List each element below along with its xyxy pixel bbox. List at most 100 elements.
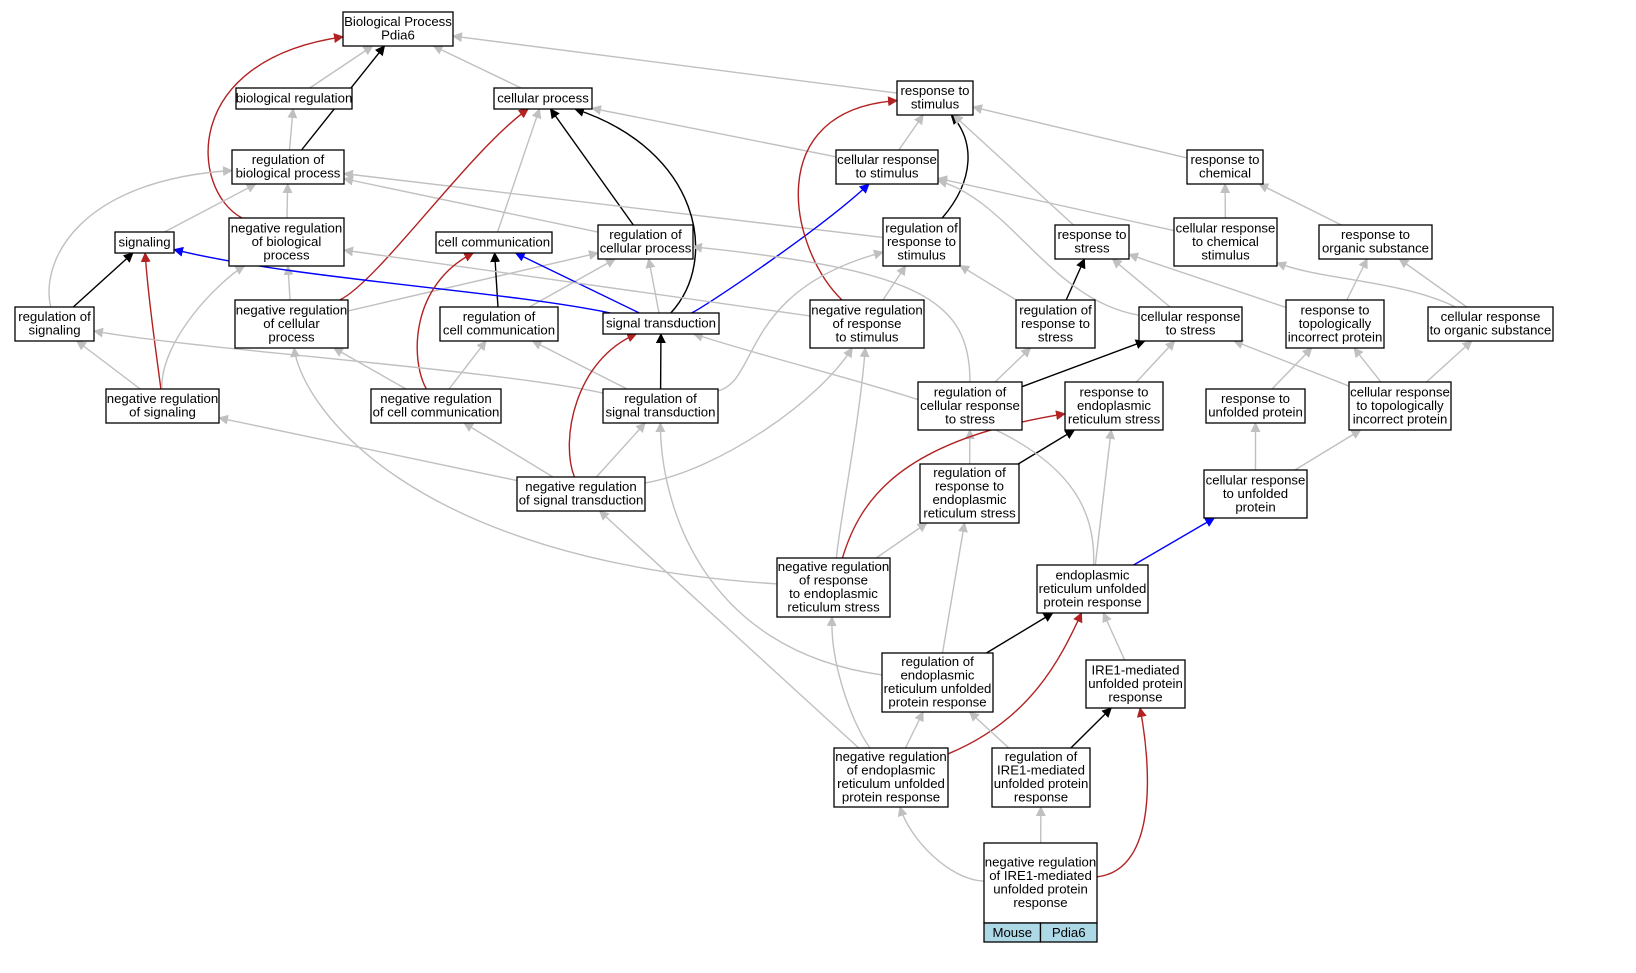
- edge-is-a-cellular-response-to-organic-substance-to-cellular-response-to-chemical-stimulus: [1276, 261, 1456, 308]
- organism-label: Mouse: [992, 925, 1032, 940]
- node-signaling[interactable]: signaling: [114, 231, 175, 254]
- edge-neg-regulates-negative-regulation-of-signaling-to-signaling: [140, 252, 162, 390]
- node-box: [1064, 381, 1164, 431]
- node-label-line: of IRE1-mediated: [989, 868, 1092, 883]
- node-box: [809, 299, 925, 349]
- annotation-cell: [1039, 922, 1098, 943]
- node-label-line: protein: [1235, 499, 1275, 514]
- edge-is-a-negative-regulation-of-cellular-process-to-regulation-of-cellular-process: [347, 250, 599, 312]
- node-label-line: reticulum stress: [1068, 411, 1161, 426]
- edge-is-a-response-to-stimulus-to-root: [452, 32, 898, 94]
- node-box: [835, 149, 939, 185]
- node-label-line: Pdia6: [381, 28, 415, 43]
- edge-part-of-regulation-of-cell-communication-to-cell-communication: [490, 252, 501, 308]
- node-box: [1138, 306, 1243, 342]
- node-box: [516, 476, 646, 512]
- edge-is-a-response-to-er-stress-to-cellular-response-to-stress: [1135, 340, 1176, 383]
- edge-is-a-negative-regulation-of-signal-transduction-to-negative-regulation-of-response-to-stimulus: [644, 347, 853, 484]
- node-box: [1015, 299, 1096, 349]
- node-label-line: protein response: [1043, 594, 1141, 609]
- node-label-line: to stress: [945, 411, 995, 426]
- edge-is-a-er-unfolded-protein-response-to-signal-transduction: [692, 331, 1095, 566]
- node-label-line: cell communication: [443, 323, 555, 338]
- edge-layer: [48, 32, 1473, 882]
- node-label-line: biological regulation: [236, 90, 353, 105]
- edge-is-a-response-to-unfolded-protein-to-response-to-topologically-incorrect-protein: [1271, 347, 1313, 390]
- node-label-line: of cellular: [263, 316, 320, 331]
- node-box: [597, 224, 694, 260]
- edge-part-of-signal-transduction-to-cellular-process: [574, 107, 697, 314]
- edge-is-a-response-to-topologically-incorrect-protein-to-response-to-organic-substance: [1346, 258, 1368, 301]
- node-biological-regulation[interactable]: biological regulation: [235, 87, 353, 110]
- node-label-line: signaling: [118, 234, 170, 249]
- edge-pos-regulates-signal-transduction-to-cellular-response-to-stimulus: [691, 183, 870, 314]
- node-label-line: response to: [1080, 384, 1149, 399]
- node-box: [435, 231, 553, 254]
- node-box: [1203, 469, 1308, 519]
- node-box: [833, 747, 949, 808]
- node-label-line: to stress: [1166, 323, 1216, 338]
- node-label-line: regulation of: [933, 465, 1006, 480]
- node-label-line: regulation of: [463, 309, 536, 324]
- node-box: [1085, 659, 1186, 709]
- node-label-line: regulation of: [901, 654, 974, 669]
- node-cell-communication[interactable]: cell communication: [435, 231, 553, 254]
- edge-is-a-regulation-of-response-to-stimulus-to-regulation-of-biological-process: [343, 169, 884, 239]
- node-label-line: response: [1014, 790, 1068, 805]
- node-cellular-process[interactable]: cellular process: [493, 87, 593, 110]
- node-signal-transduction[interactable]: signal transduction: [602, 312, 720, 335]
- node-label-line: cellular response: [837, 152, 937, 167]
- node-box: [881, 652, 994, 713]
- node-box: [917, 381, 1023, 431]
- node-label-line: unfolded protein: [993, 882, 1088, 897]
- node-label-line: cellular response: [1206, 472, 1306, 487]
- node-box: [1036, 564, 1149, 614]
- node-label-line: cellular response: [1141, 309, 1241, 324]
- node-box: [105, 388, 220, 424]
- node-label-line: to unfolded: [1223, 486, 1288, 501]
- node-label-line: stimulus: [911, 97, 960, 112]
- edge-is-a-negative-regulation-of-signal-transduction-to-regulation-of-signal-transduction: [595, 422, 646, 478]
- node-label-line: Biological Process: [344, 14, 452, 29]
- node-label-line: response: [1108, 689, 1162, 704]
- node-box: [235, 87, 353, 110]
- node-label-line: negative regulation: [985, 855, 1096, 870]
